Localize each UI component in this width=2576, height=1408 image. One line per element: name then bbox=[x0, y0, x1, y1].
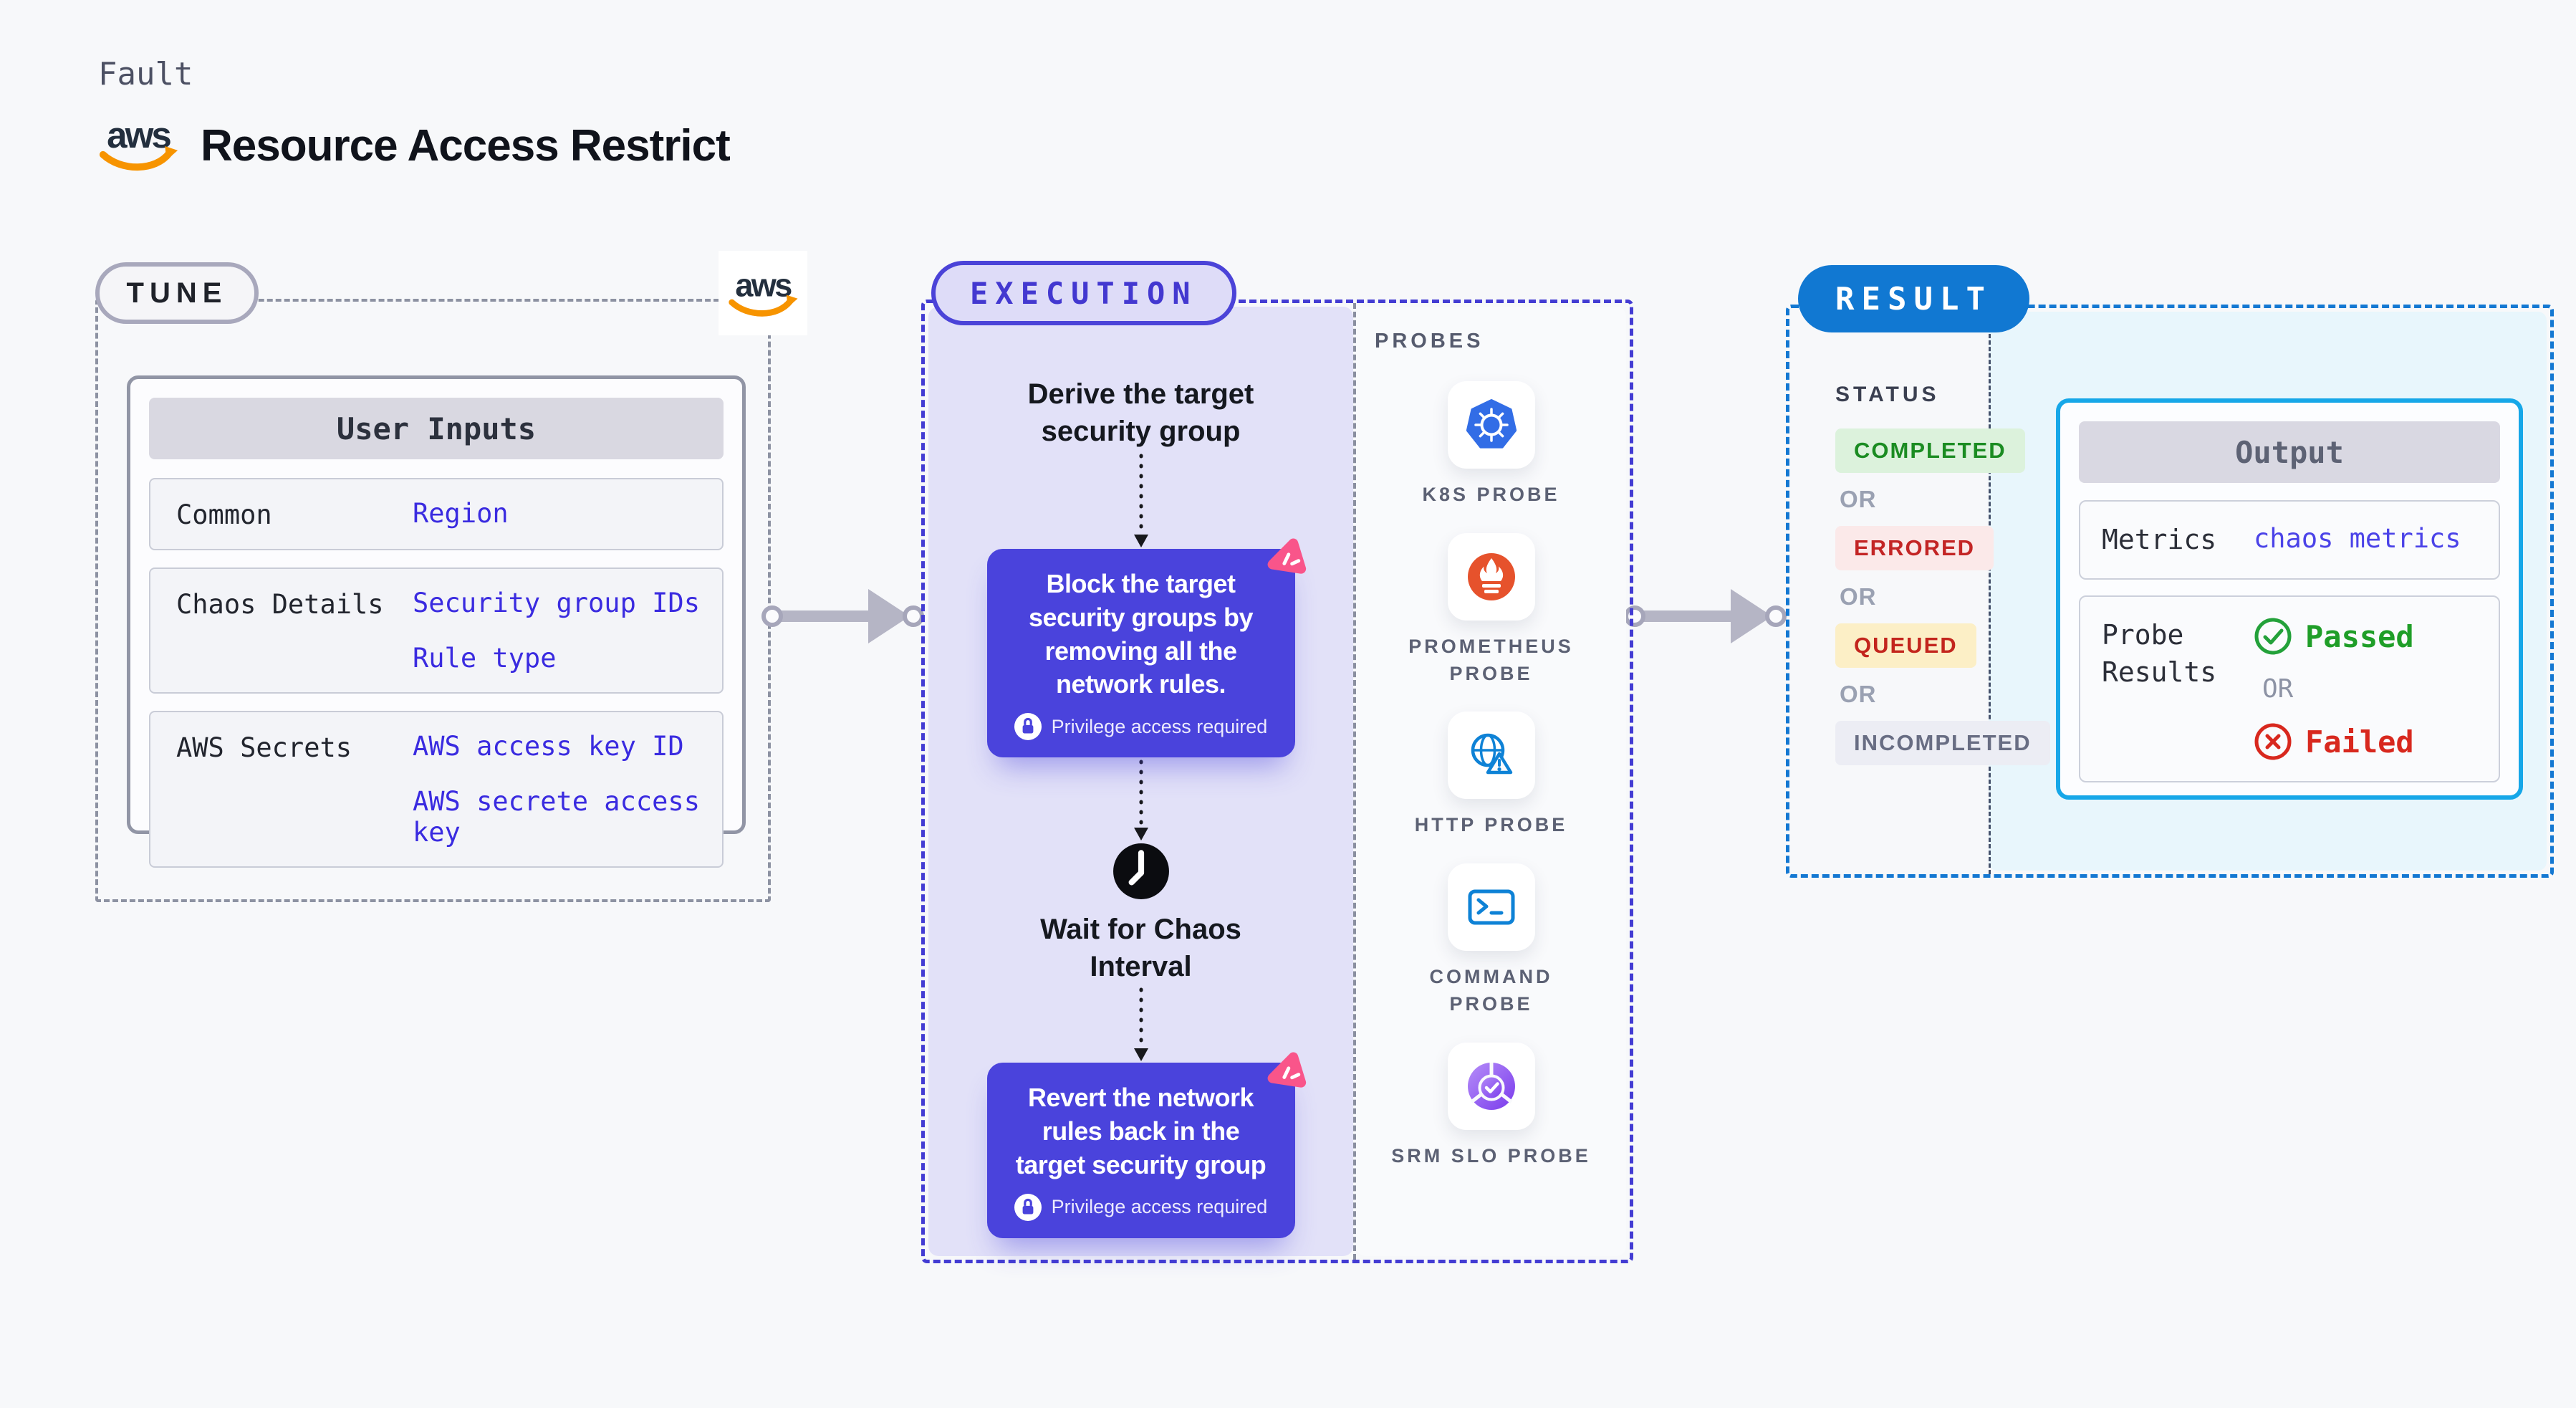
failed-label: Failed bbox=[2305, 724, 2414, 760]
row-value: Security group IDs bbox=[413, 588, 700, 618]
lock-icon bbox=[1014, 713, 1042, 741]
probes-panel: PROBES K8S PROBE bbox=[1356, 307, 1626, 1256]
output-table: Output Metrics chaos metrics Probe Resul… bbox=[2056, 398, 2523, 800]
wait-step-text: Wait for Chaos Interval bbox=[1040, 914, 1241, 983]
aws-logo-small: aws bbox=[719, 251, 807, 335]
svg-text:aws: aws bbox=[735, 267, 792, 303]
execution-pill: EXECUTION bbox=[931, 261, 1236, 325]
or-separator: OR bbox=[1840, 486, 1877, 512]
probe-label: HTTP PROBE bbox=[1414, 814, 1568, 836]
tune-pill: TUNE bbox=[95, 262, 259, 324]
result-pill: RESULT bbox=[1798, 265, 2029, 332]
check-circle-icon bbox=[2254, 618, 2292, 655]
aws-logo-text: aws bbox=[107, 115, 170, 155]
row-value: AWS secrete access key bbox=[413, 786, 700, 848]
privilege-badge: Privilege access required bbox=[1006, 1193, 1277, 1221]
lock-icon bbox=[1014, 1193, 1042, 1221]
list-item: HTTP PROBE bbox=[1391, 712, 1592, 839]
output-header: Output bbox=[2079, 421, 2500, 483]
page-header: aws Resource Access Restrict bbox=[96, 115, 731, 177]
probes-title: PROBES bbox=[1375, 330, 1484, 353]
row-label: Probe Results bbox=[2102, 619, 2217, 688]
list-item: PROMETHEUS PROBE bbox=[1391, 532, 1592, 688]
probe-label: K8S PROBE bbox=[1422, 484, 1560, 505]
block-security-group-card: Block the target security groups by remo… bbox=[986, 538, 1306, 758]
table-row: Probe Results Passed OR Failed bbox=[2079, 595, 2500, 783]
revert-step-text: Revert the network rules back in the tar… bbox=[1015, 1083, 1267, 1179]
row-value: chaos metrics bbox=[2254, 523, 2461, 554]
execution-section: Derive the target security group Block t… bbox=[921, 300, 1633, 1263]
status-title: STATUS bbox=[1835, 383, 1940, 406]
row-value: Region bbox=[413, 498, 509, 529]
derive-step-text: Derive the target security group bbox=[1027, 378, 1254, 447]
x-circle-icon bbox=[2254, 723, 2292, 760]
status-output-divider bbox=[1989, 308, 1991, 874]
page-title: Resource Access Restrict bbox=[201, 121, 731, 171]
prometheus-probe-icon bbox=[1447, 532, 1535, 621]
dotted-arrow-down-icon bbox=[1133, 760, 1148, 841]
row-label: Chaos Details bbox=[176, 589, 384, 620]
status-list: COMPLETED OR ERRORED OR QUEUED OR INCOMP… bbox=[1835, 428, 2050, 765]
row-label: AWS Secrets bbox=[176, 732, 352, 763]
dotted-arrow-down-icon bbox=[1133, 454, 1148, 547]
or-separator: OR bbox=[1840, 681, 1877, 707]
table-row: Common Region bbox=[149, 478, 724, 550]
table-row: Metrics chaos metrics bbox=[2079, 500, 2500, 580]
dotted-arrow-down-icon bbox=[1133, 987, 1148, 1062]
execution-probes-divider bbox=[1353, 303, 1356, 1260]
row-value: Rule type bbox=[413, 643, 557, 674]
row-label: Common bbox=[176, 499, 272, 530]
k8s-probe-icon bbox=[1447, 381, 1535, 469]
fault-kicker: Fault bbox=[98, 56, 193, 92]
chaos-fault-icon bbox=[1261, 1047, 1312, 1101]
srm-slo-probe-icon bbox=[1447, 1042, 1535, 1130]
or-separator: OR bbox=[1840, 583, 1877, 610]
user-inputs-table: User Inputs Common Region Chaos Details … bbox=[127, 375, 746, 868]
status-badge: COMPLETED bbox=[1835, 428, 2025, 473]
privilege-label: Privilege access required bbox=[1051, 715, 1268, 737]
tune-to-execution-arrow bbox=[761, 589, 924, 643]
chaos-fault-icon bbox=[1261, 533, 1312, 587]
command-probe-icon bbox=[1447, 863, 1535, 952]
user-inputs-header: User Inputs bbox=[149, 398, 724, 459]
table-row: Chaos Details Security group IDs Rule ty… bbox=[149, 567, 724, 694]
tune-section bbox=[95, 299, 771, 902]
probe-label: SRM SLO PROBE bbox=[1391, 1144, 1591, 1167]
row-label: Metrics bbox=[2102, 524, 2217, 555]
status-badge: ERRORED bbox=[1835, 526, 1994, 570]
aws-logo-icon: aws bbox=[729, 267, 798, 317]
or-separator: OR bbox=[2262, 674, 2294, 704]
aws-logo-icon: aws bbox=[96, 115, 181, 177]
list-item: COMMAND PROBE bbox=[1391, 863, 1592, 1018]
block-step-text: Block the target security groups by remo… bbox=[1028, 569, 1254, 699]
list-item: K8S PROBE bbox=[1391, 381, 1592, 509]
clock-icon bbox=[1112, 843, 1169, 900]
http-probe-icon bbox=[1447, 712, 1535, 800]
privilege-badge: Privilege access required bbox=[1006, 713, 1277, 741]
table-row: AWS Secrets AWS access key ID AWS secret… bbox=[149, 711, 724, 868]
probe-label: COMMAND PROBE bbox=[1429, 966, 1553, 1015]
status-badge: INCOMPLETED bbox=[1835, 721, 2050, 765]
row-value: AWS access key ID bbox=[413, 731, 684, 762]
execution-flow-panel: Derive the target security group Block t… bbox=[928, 307, 1353, 1256]
passed-label: Passed bbox=[2305, 618, 2414, 654]
probe-label: PROMETHEUS PROBE bbox=[1408, 635, 1574, 684]
execution-to-result-arrow bbox=[1624, 589, 1787, 643]
list-item: SRM SLO PROBE bbox=[1391, 1042, 1592, 1170]
status-badge: QUEUED bbox=[1835, 623, 1976, 668]
revert-network-rules-card: Revert the network rules back in the tar… bbox=[986, 1052, 1306, 1238]
privilege-label: Privilege access required bbox=[1051, 1196, 1268, 1218]
